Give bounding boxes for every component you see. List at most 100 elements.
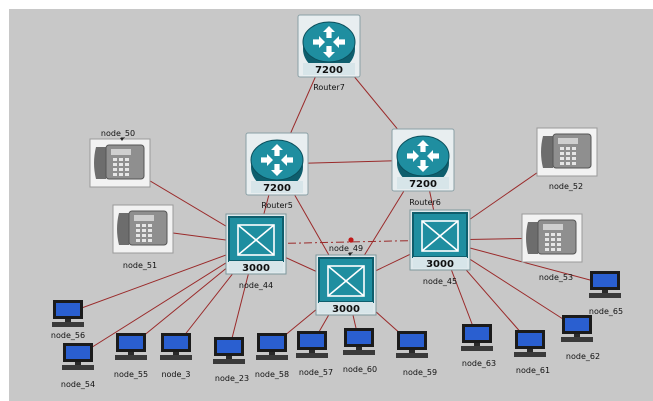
pc-node_55[interactable] [115,333,147,360]
router-arrow [417,160,429,172]
switch-model-label: 3000 [332,304,360,315]
router-model-plate [397,177,449,189]
node-label-node_58: node_58 [255,370,289,379]
phone-node_52[interactable] [536,127,598,177]
pc-stand [75,362,81,365]
phone-key [566,162,570,165]
switch-model-plate [229,261,283,272]
phone-key [566,157,570,160]
pc-screen-icon [164,336,188,349]
phone-key [560,157,564,160]
router-arrows [261,144,293,176]
pc-screen-icon [66,346,90,359]
phone-key [113,173,117,176]
pc-node_59[interactable] [396,331,428,358]
pc-node_58[interactable] [256,333,288,360]
pc-stand [602,290,608,293]
phone-key [572,152,576,155]
phone-key [119,163,123,166]
phone-key [148,229,152,232]
phone-key [551,248,555,251]
pc-node_56[interactable] [52,300,84,327]
phone-key [572,147,576,150]
router-arrow [417,140,429,152]
phone-key [545,233,549,236]
node-label-node_45: node_45 [423,277,457,286]
phone-handset-icon [541,136,553,168]
link-node_44-node_56 [67,243,257,314]
node-label-node_54: node_54 [61,380,95,389]
pc-node_61[interactable] [514,330,546,357]
pc-keyboard-icon [160,355,192,360]
phone-display [111,149,131,155]
pc-keyboard-icon [256,355,288,360]
phone-node_51[interactable] [112,204,174,254]
node-label-node_63: node_63 [462,359,496,368]
pc-keyboard-icon [343,350,375,355]
switch-node_44[interactable]: 3000 [225,213,287,275]
router-icon [302,21,356,63]
pc-screen-icon [400,334,424,347]
router-router7[interactable]: 7200 [297,14,361,78]
phone-key [148,239,152,242]
pc-keyboard-icon [115,355,147,360]
pc-node_57[interactable] [296,331,328,358]
switch-box-outline [237,224,275,256]
switch-box-outline [421,220,459,252]
pc-screen-icon [565,318,589,331]
phone-key [557,238,561,241]
phone-key [136,239,140,242]
phone-key [142,239,146,242]
router-arrow [427,150,439,162]
router-router5[interactable]: 7200 [245,132,309,196]
router-router6[interactable]: 7200 [391,128,455,192]
pc-node_60[interactable] [343,328,375,355]
router-arrow [271,144,283,156]
switch-node_49[interactable]: 3000 [315,254,377,316]
phone-key [119,168,123,171]
node-label-node_23: node_23 [215,374,249,383]
router-arrow [333,36,345,48]
phone-key [551,238,555,241]
phone-key [545,243,549,246]
label-caret-icon [348,253,352,256]
phone-key [142,229,146,232]
node-label-node_60: node_60 [343,365,377,374]
link-node_44-node_45 [255,239,441,245]
pc-node_54[interactable] [62,343,94,370]
router-arrow [407,150,419,162]
pc-node_65[interactable] [589,271,621,298]
phone-key [560,162,564,165]
phone-key [119,173,123,176]
switch-node_45[interactable]: 3000 [409,209,471,271]
phone-key [560,147,564,150]
phone-display [134,215,154,221]
phone-node_53[interactable] [521,213,583,263]
link-marker-dot [348,237,354,243]
pc-node_23[interactable] [213,337,245,364]
phone-node_50[interactable] [89,138,151,188]
pc-node_3[interactable] [160,333,192,360]
phone-key [557,248,561,251]
pc-node_63[interactable] [461,324,493,351]
router-model-label: 7200 [409,179,437,190]
phone-key [125,163,129,166]
pc-stand [269,352,275,355]
phone-key [113,158,117,161]
phone-key [119,158,123,161]
pc-stand [527,349,533,352]
pc-keyboard-icon [396,353,428,358]
switch-cross-line [327,265,365,297]
pc-stand [128,352,134,355]
node-label-node_52: node_52 [549,182,583,191]
phone-key [136,234,140,237]
pc-keyboard-icon [52,322,84,327]
pc-node_62[interactable] [561,315,593,342]
phone-key [148,234,152,237]
router-model-plate [303,63,355,75]
phone-handset-icon [526,222,538,254]
node-label-node_3: node_3 [161,370,190,379]
switch-model-label: 3000 [426,259,454,270]
